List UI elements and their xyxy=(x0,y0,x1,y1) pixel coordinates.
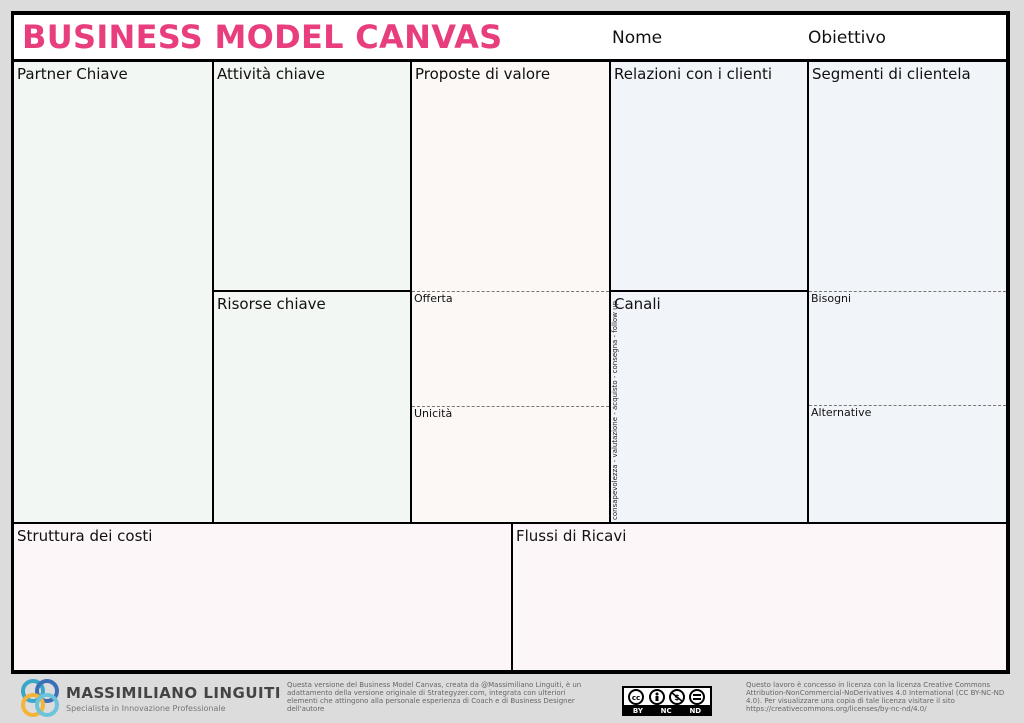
cost-structure-block[interactable]: Struttura dei costi xyxy=(14,524,511,670)
key-partners-label: Partner Chiave xyxy=(17,65,128,83)
value-uniqueness-label: Unicità xyxy=(414,407,453,420)
key-resources-label: Risorse chiave xyxy=(217,295,326,313)
key-partners-block[interactable]: Partner Chiave xyxy=(14,62,212,522)
brand-tagline: Specialista in Innovazione Professionale xyxy=(66,704,226,713)
key-activities-label: Attività chiave xyxy=(217,65,326,83)
attribution-note: Questa versione del Business Model Canva… xyxy=(287,681,582,713)
key-activities-block[interactable]: Attività chiave xyxy=(214,62,410,290)
value-offer-label: Offerta xyxy=(414,292,453,305)
value-propositions-block[interactable]: Proposte di valore Offerta Unicità xyxy=(412,62,609,522)
segments-alternatives-label: Alternative xyxy=(811,406,872,419)
segments-divider-needs xyxy=(809,291,1006,292)
brand-name: MASSIMILIANO LINGUITI xyxy=(66,684,281,702)
name-field-label[interactable]: Nome xyxy=(612,28,663,48)
segments-needs-label: Bisogni xyxy=(811,292,852,305)
channels-block[interactable]: Canali consapevolezza - valutazione - ac… xyxy=(611,292,807,522)
cc-license-icon: cc $ xyxy=(628,689,705,705)
customer-relationships-block[interactable]: Relazioni con i clienti xyxy=(611,62,807,290)
cc-badge-by: BY xyxy=(632,706,643,715)
segments-divider-alternatives xyxy=(809,405,1006,406)
page-title: BUSINESS MODEL CANVAS xyxy=(22,18,503,56)
cc-license-badge: cc $ BY NC ND xyxy=(622,686,712,716)
customer-segments-block[interactable]: Segmenti di clientela Bisogni Alternativ… xyxy=(809,62,1006,522)
cost-structure-label: Struttura dei costi xyxy=(17,527,153,545)
channels-label: Canali xyxy=(614,295,661,313)
cc-badge-nc: NC xyxy=(660,706,672,715)
value-propositions-label: Proposte di valore xyxy=(415,65,551,83)
key-resources-block[interactable]: Risorse chiave xyxy=(214,292,410,522)
revenue-streams-block[interactable]: Flussi di Ricavi xyxy=(513,524,1006,670)
cc-badge-strip: BY NC ND xyxy=(624,705,710,716)
svg-text:cc: cc xyxy=(632,694,640,702)
objective-field-label[interactable]: Obiettivo xyxy=(808,28,886,48)
canvas-header: BUSINESS MODEL CANVAS Nome Obiettivo xyxy=(14,15,1006,59)
customer-relationships-label: Relazioni con i clienti xyxy=(614,65,772,83)
license-note: Questo lavoro è concesso in licenza con … xyxy=(746,681,1005,713)
value-divider-uniqueness xyxy=(412,406,609,407)
brand-logo-icon xyxy=(21,679,59,717)
cc-badge-nd: ND xyxy=(689,706,702,715)
value-divider-offer xyxy=(412,291,609,292)
channels-phases-text: consapevolezza - valutazione - acquisto … xyxy=(611,300,619,520)
revenue-streams-label: Flussi di Ricavi xyxy=(516,527,627,545)
customer-segments-label: Segmenti di clientela xyxy=(812,65,971,83)
